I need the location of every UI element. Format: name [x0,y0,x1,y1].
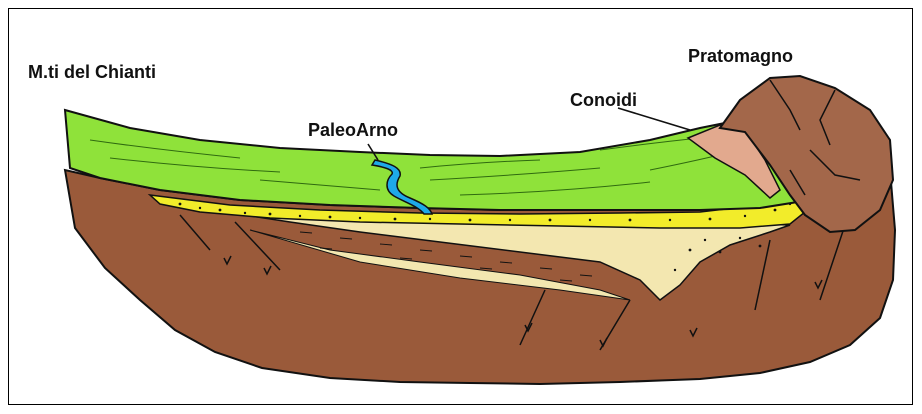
label-conoidi: Conoidi [570,90,637,110]
label-chianti: M.ti del Chianti [28,62,156,82]
label-paleoarno: PaleoArno [308,120,398,140]
conoidi-callout-line [618,108,690,130]
label-pratomagno: Pratomagno [688,46,793,66]
